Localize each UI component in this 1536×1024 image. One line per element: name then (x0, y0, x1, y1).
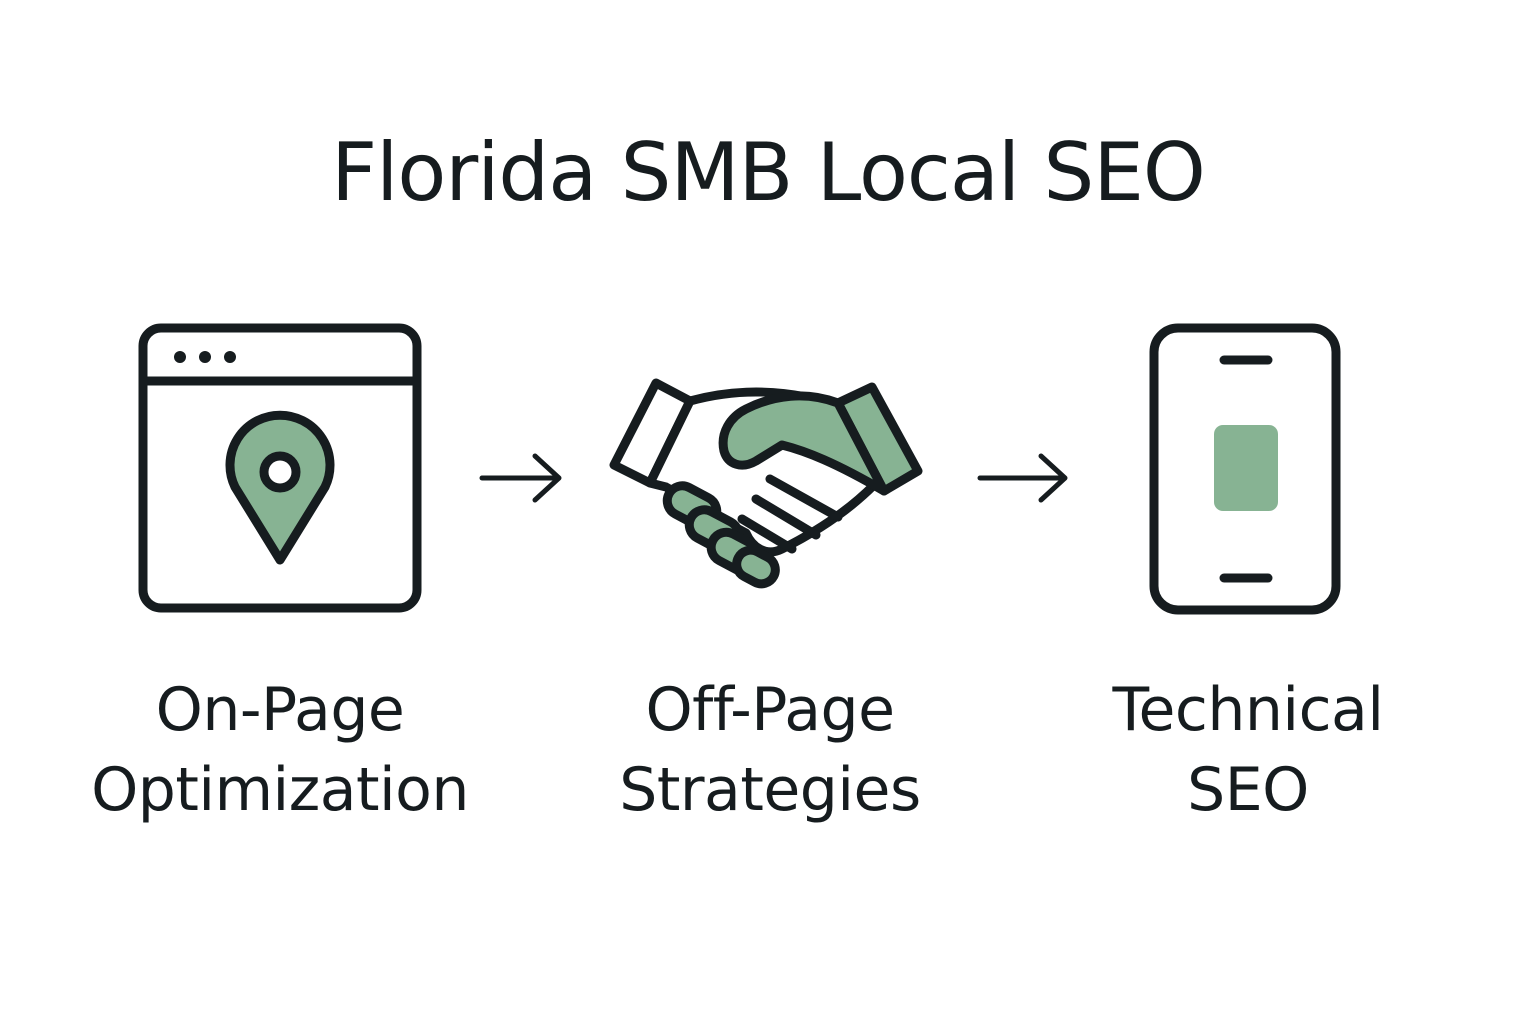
arrow-right-icon (977, 453, 1068, 503)
step-label-line: Optimization (91, 755, 469, 825)
handshake-icon (609, 378, 923, 589)
step-label-line: SEO (1187, 755, 1309, 825)
step-label-on-page: On-Page Optimization (30, 670, 530, 830)
step-label-line: On-Page (155, 675, 405, 745)
step-label-line: Off-Page (645, 675, 895, 745)
diagram-title: Florida SMB Local SEO (331, 126, 1206, 219)
step-label-line: Strategies (619, 755, 921, 825)
browser-location-pin-icon (138, 323, 422, 613)
smartphone-icon (1149, 323, 1341, 615)
arrow-right-icon (479, 453, 562, 503)
step-label-off-page: Off-Page Strategies (520, 670, 1020, 830)
step-label-technical: Technical SEO (998, 670, 1498, 830)
step-label-line: Technical (1112, 675, 1384, 745)
